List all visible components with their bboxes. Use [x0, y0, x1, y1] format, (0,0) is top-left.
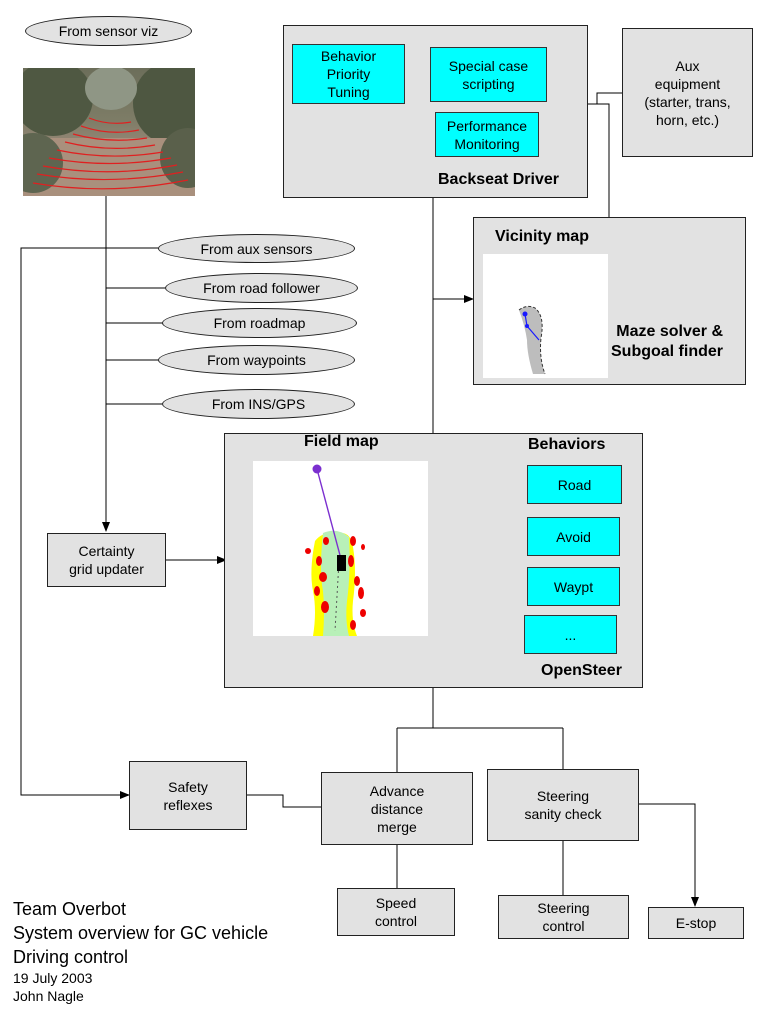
- special-case-scripting-box: Special case scripting: [430, 47, 547, 102]
- behavior-waypt-label: Waypt: [553, 578, 594, 595]
- speed-control-box: Speed control: [337, 888, 455, 936]
- from-waypoints-oval: From waypoints: [158, 345, 355, 375]
- credits-block: Team Overbot System overview for GC vehi…: [13, 897, 268, 1005]
- from-aux-sensors-label: From aux sensors: [200, 240, 313, 257]
- opensteer-title: OpenSteer: [541, 662, 622, 679]
- safety-reflexes-label: Safety reflexes: [163, 778, 213, 813]
- advance-distance-merge-box: Advance distance merge: [321, 772, 473, 845]
- safety-reflexes-box: Safety reflexes: [129, 761, 247, 830]
- from-road-follower-label: From road follower: [203, 280, 320, 296]
- credits-team: Team Overbot: [13, 899, 127, 919]
- credits-system: System overview for GC vehicle: [13, 923, 269, 943]
- field-map-title: Field map: [304, 433, 379, 450]
- credits-date: 19 July 2003: [13, 970, 93, 986]
- behavior-road-box: Road: [527, 465, 622, 504]
- from-ins-gps-oval: From INS/GPS: [162, 389, 355, 419]
- behavior-avoid-label: Avoid: [556, 528, 591, 545]
- from-roadmap-oval: From roadmap: [162, 308, 357, 338]
- aux-equipment-box: Aux equipment (starter, trans, horn, etc…: [622, 28, 753, 157]
- from-road-follower-oval: From road follower: [165, 273, 358, 303]
- from-sensor-viz-label: From sensor viz: [58, 23, 159, 39]
- certainty-grid-updater-label: Certainty grid updater: [69, 543, 144, 577]
- behavior-priority-tuning-label: Behavior Priority Tuning: [320, 48, 377, 100]
- field-map-canvas: [253, 461, 428, 636]
- aux-equipment-label: Aux equipment (starter, trans, horn, etc…: [644, 57, 731, 128]
- behavior-more-label: ...: [564, 626, 577, 643]
- behavior-avoid-box: Avoid: [527, 517, 620, 556]
- credits-driving: Driving control: [13, 947, 129, 967]
- credits-author: John Nagle: [13, 988, 84, 1004]
- speed-control-label: Speed control: [374, 895, 418, 929]
- from-waypoints-label: From waypoints: [207, 352, 306, 368]
- e-stop-label: E-stop: [675, 915, 717, 931]
- performance-monitoring-label: Performance Monitoring: [446, 117, 528, 152]
- steering-sanity-check-label: Steering sanity check: [524, 788, 602, 822]
- vicinity-map-canvas: [483, 254, 608, 378]
- steering-control-box: Steering control: [498, 895, 629, 939]
- special-case-scripting-label: Special case scripting: [448, 57, 529, 92]
- steering-sanity-check-box: Steering sanity check: [487, 769, 639, 841]
- behavior-road-label: Road: [557, 476, 592, 493]
- vicinity-map-title: Vicinity map: [495, 228, 589, 245]
- advance-distance-merge-label: Advance distance merge: [369, 782, 425, 835]
- from-ins-gps-label: From INS/GPS: [211, 396, 306, 412]
- from-aux-sensors-oval: From aux sensors: [158, 234, 355, 263]
- behavior-priority-tuning-box: Behavior Priority Tuning: [292, 44, 405, 104]
- steering-control-label: Steering control: [537, 900, 590, 934]
- backseat-driver-title: Backseat Driver: [438, 171, 559, 188]
- certainty-grid-updater-box: Certainty grid updater: [47, 533, 166, 587]
- performance-monitoring-box: Performance Monitoring: [435, 112, 539, 157]
- e-stop-box: E-stop: [648, 907, 744, 939]
- maze-solver-label: Maze solver & Subgoal finder: [611, 323, 723, 360]
- behavior-waypt-box: Waypt: [527, 567, 620, 606]
- behavior-more-box: ...: [524, 615, 617, 654]
- behaviors-title: Behaviors: [528, 436, 606, 453]
- terrain-sensor-image: [23, 68, 195, 196]
- from-sensor-viz-oval: From sensor viz: [25, 16, 192, 46]
- from-roadmap-label: From roadmap: [213, 315, 306, 331]
